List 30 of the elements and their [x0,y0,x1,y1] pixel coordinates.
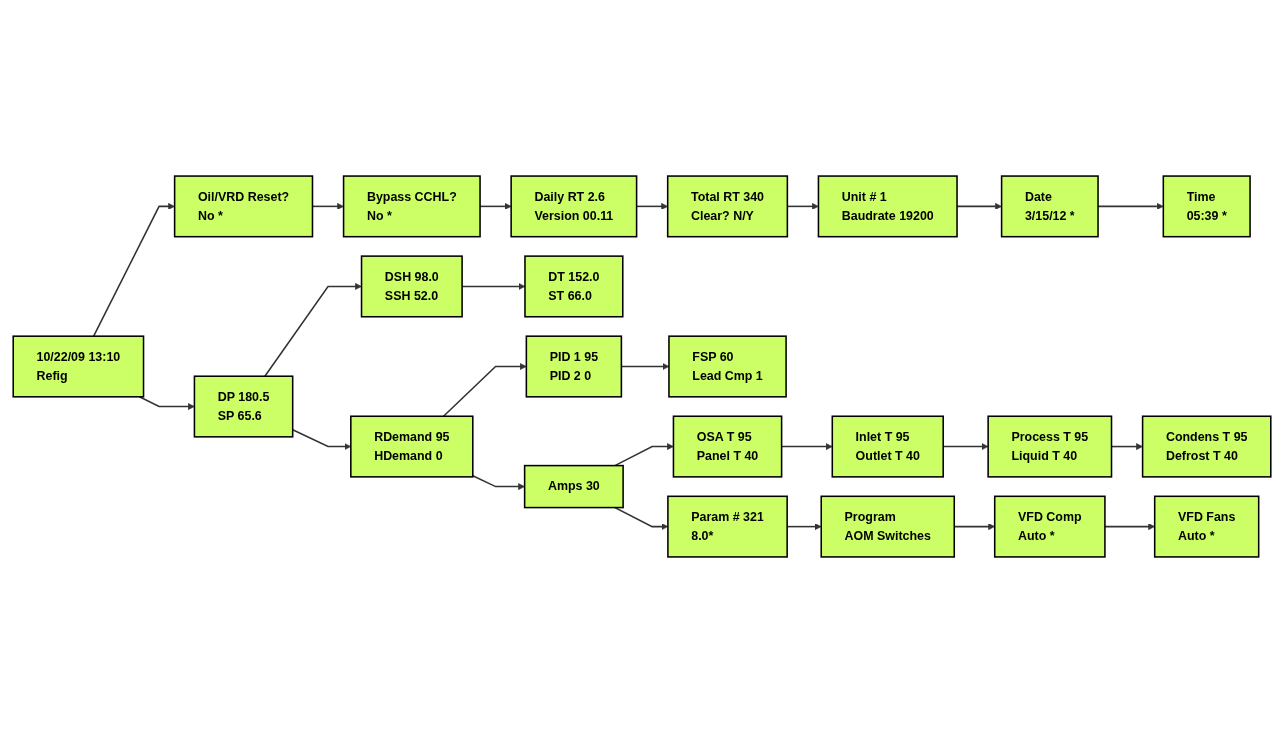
node-box: DT 152.0 ST 66.0 [524,255,624,318]
node-box: Process T 95 Liquid T 40 [987,415,1113,478]
arrow [1104,523,1155,531]
node-box: Condens T 95 Defrost T 40 [1141,415,1272,478]
arrow [442,363,527,418]
node-box: Unit # 1 Baudrate 19200 [817,175,958,238]
node-box: Oil/VRD Reset? No * [173,175,314,238]
node-box: PID 1 95 PID 2 0 [525,335,623,398]
node-box: DSH 98.0 SSH 52.0 [360,255,463,318]
node-box: DP 180.5 SP 65.6 [193,375,294,438]
node-box: VFD Fans Auto * [1153,495,1260,558]
node-box: FSP 60 Lead Cmp 1 [668,335,787,398]
node-box: Inlet T 95 Outlet T 40 [831,415,944,478]
node-box: RDemand 95 HDemand 0 [350,415,474,478]
node-box: Param # 321 8.0* [667,495,788,558]
arrow [138,396,195,410]
node-box: 10/22/09 13:10 Refig [12,335,145,398]
node-box: Amps 30 [523,464,624,509]
node-box: Program AOM Switches [820,495,956,558]
node-box: OSA T 95 Panel T 40 [672,415,783,478]
arrow [92,202,175,337]
node-box: Time 05:39 * [1162,175,1251,238]
node-box: VFD Comp Auto * [993,495,1106,558]
node-box: Date 3/15/12 * [1000,175,1099,238]
node-box: Total RT 340 Clear? N/Y [666,175,789,238]
arrow [472,474,525,490]
node-box: Bypass CCHL? No * [342,175,481,238]
node-box: Daily RT 2.6 Version 00.11 [510,175,638,238]
arrow [614,443,674,467]
arrow [264,283,362,377]
